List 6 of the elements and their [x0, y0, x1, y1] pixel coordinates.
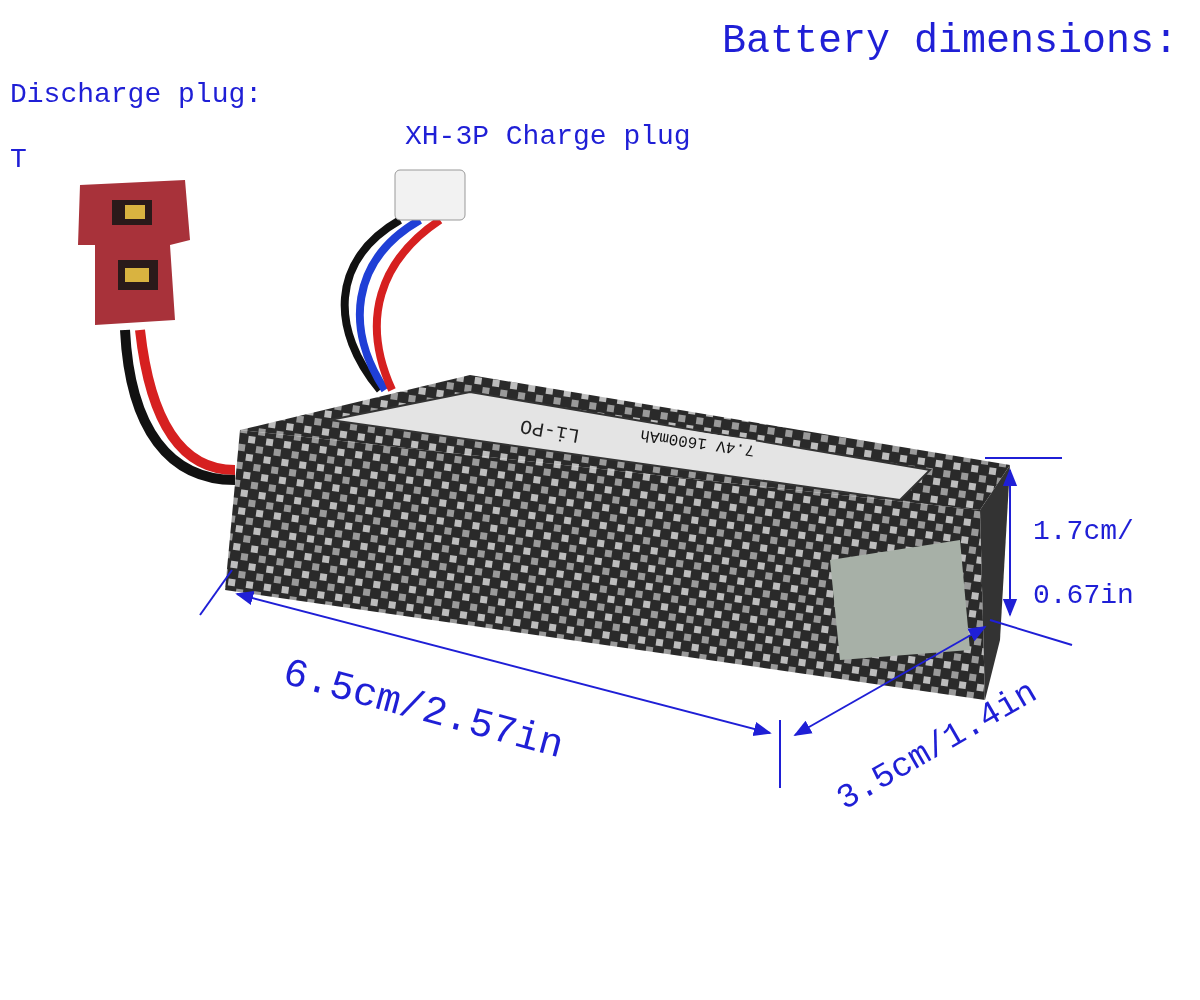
plug-label: Discharge plug: [10, 78, 263, 112]
battery-label-text: Li-PO [518, 412, 582, 448]
plug-label: T [10, 143, 27, 177]
title: Battery dimensions: [722, 18, 1179, 66]
dimension-label: 1.7cm/ 0.67in [1033, 515, 1135, 614]
plug-label: XH-3P Charge plug [405, 120, 691, 154]
